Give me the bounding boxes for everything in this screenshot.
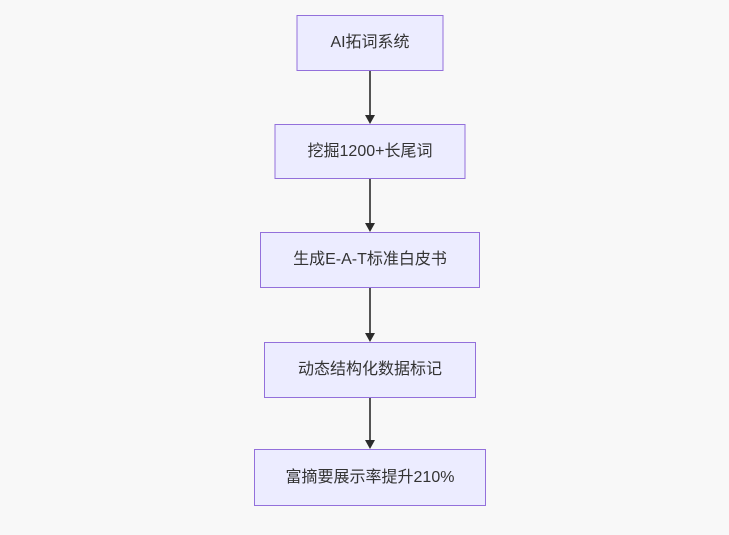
flow-arrow-4-5 (365, 398, 375, 449)
arrow-line (369, 179, 371, 223)
flowchart-node-generate-eat-whitepaper: 生成E-A-T标准白皮书 (260, 232, 480, 288)
flowchart-node-rich-snippet-rate-increase: 富摘要展示率提升210% (254, 449, 486, 506)
flow-arrow-1-2 (365, 71, 375, 124)
node-label: 动态结构化数据标记 (297, 361, 442, 379)
arrowhead-down-icon (365, 223, 375, 232)
arrowhead-down-icon (365, 115, 375, 124)
arrow-line (369, 288, 371, 333)
arrow-line (369, 398, 371, 440)
arrowhead-down-icon (365, 440, 375, 449)
flowchart-node-ai-word-expansion-system: AI拓词系统 (296, 15, 444, 71)
node-label: 挖掘1200+长尾词 (307, 142, 433, 160)
flowchart-node-mine-longtail-keywords: 挖掘1200+长尾词 (274, 124, 466, 179)
flowchart-node-dynamic-structured-data-markup: 动态结构化数据标记 (264, 342, 476, 398)
arrowhead-down-icon (365, 333, 375, 342)
flow-arrow-3-4 (365, 288, 375, 342)
flow-arrow-2-3 (365, 179, 375, 232)
node-label: 生成E-A-T标准白皮书 (293, 251, 447, 269)
arrow-line (369, 71, 371, 115)
node-label: AI拓词系统 (330, 34, 410, 52)
node-label: 富摘要展示率提升210% (285, 468, 455, 486)
